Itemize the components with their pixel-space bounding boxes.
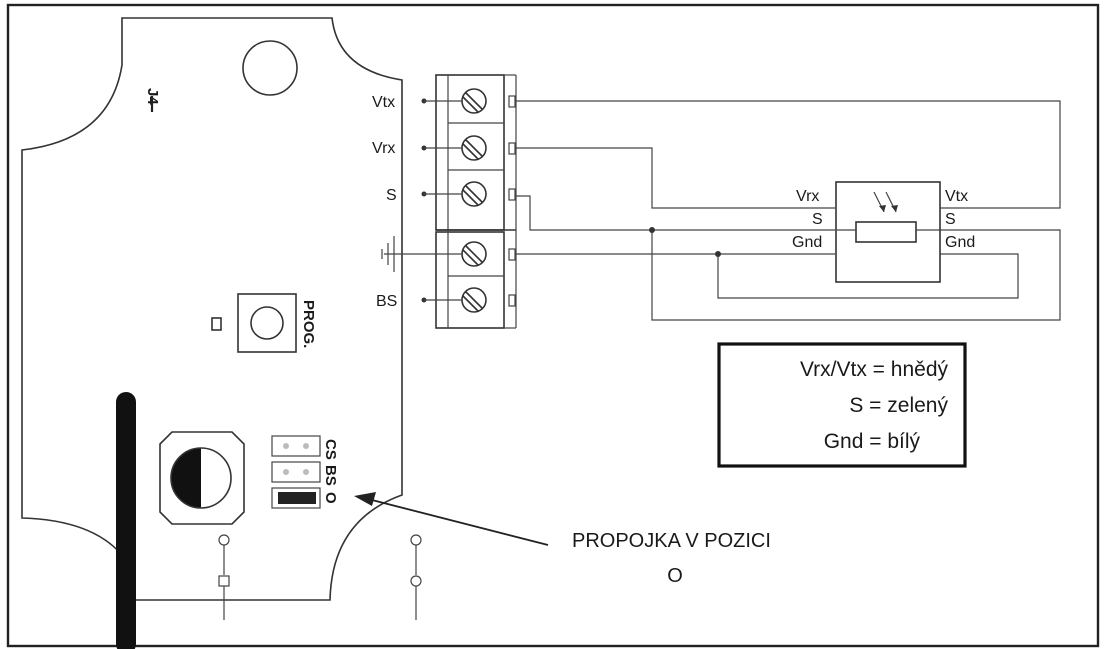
- sensor-pin-left-s: S: [812, 211, 823, 228]
- terminal-label-vrx: Vrx: [372, 140, 395, 157]
- bottom-pin: [410, 534, 422, 620]
- terminal-screw: [461, 181, 487, 207]
- callout-line-2: O: [667, 565, 683, 587]
- jumper-label-bs: BS: [322, 465, 339, 486]
- callout-line-1: PROPOJKA V POZICI: [572, 530, 771, 552]
- sensor-pin-right-vtx: Vtx: [945, 188, 968, 205]
- outer-frame: [6, 3, 1100, 648]
- ground-symbol-icon: [381, 236, 462, 272]
- pcb-outline: [21, 17, 403, 601]
- terminal-screw: [461, 241, 487, 267]
- jumper-label-cs: CS: [322, 439, 339, 460]
- mounting-hole: [242, 40, 298, 96]
- photo-sensor-module: [835, 181, 941, 283]
- color-legend: Vrx/Vtx = hnědý S = zelený Gnd = bílý: [717, 342, 967, 468]
- sensor-pin-right-s: S: [945, 211, 956, 228]
- legend-line-s: S = zelený: [849, 394, 948, 417]
- light-arrows-icon: [873, 191, 898, 213]
- terminal-label-vtx: Vtx: [372, 94, 395, 111]
- status-led: [211, 317, 222, 331]
- terminal-label-s: S: [386, 187, 397, 204]
- terminal-block: [435, 74, 517, 329]
- wires: [516, 100, 1061, 321]
- terminal-screw: [461, 135, 487, 161]
- sensor-pin-right-gnd: Gnd: [945, 234, 975, 251]
- sensor-pin-left-vrx: Vrx: [796, 188, 819, 205]
- buzzer-component: [159, 431, 245, 525]
- terminal-screw: [461, 287, 487, 313]
- sensor-pin-left-gnd: Gnd: [792, 234, 822, 251]
- jumper-label-o: O: [322, 492, 339, 504]
- legend-line-gnd: Gnd = bílý: [824, 430, 921, 453]
- antenna-bar: [116, 392, 136, 649]
- jumper-header: [271, 435, 321, 509]
- legend-line-vrx-vtx: Vrx/Vtx = hnědý: [800, 358, 949, 381]
- callout-arrow-icon: [354, 492, 549, 546]
- terminal-screw: [461, 88, 487, 114]
- bottom-pin: [218, 534, 230, 620]
- prog-label: PROG.: [300, 300, 317, 348]
- terminal-label-bs: BS: [376, 293, 397, 310]
- prog-button: [237, 293, 297, 353]
